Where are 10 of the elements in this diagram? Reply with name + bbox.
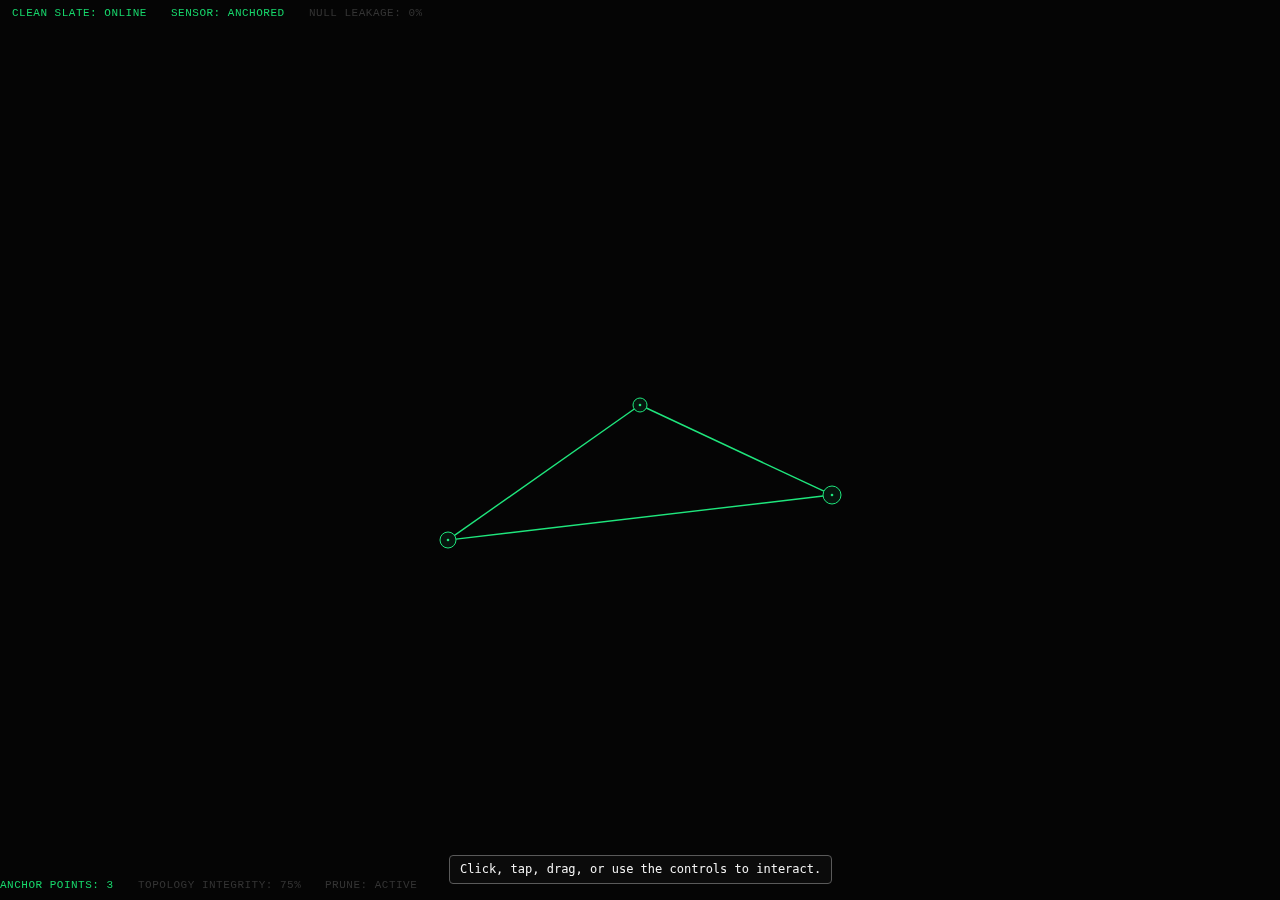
status-text: ANCHOR POINTS: 3 — [0, 879, 114, 892]
connector-line — [453, 408, 635, 537]
connector-line — [455, 495, 824, 540]
connector-line — [645, 407, 825, 492]
status-text: CLEAN SLATE: ONLINE — [12, 7, 147, 20]
anchor-node — [439, 531, 457, 549]
anchor-node — [822, 485, 842, 505]
hint-tooltip: Click, tap, drag, or use the controls to interact. — [449, 855, 833, 884]
anchor-node — [632, 397, 648, 413]
status-text: SENSOR: ANCHORED — [171, 7, 285, 20]
